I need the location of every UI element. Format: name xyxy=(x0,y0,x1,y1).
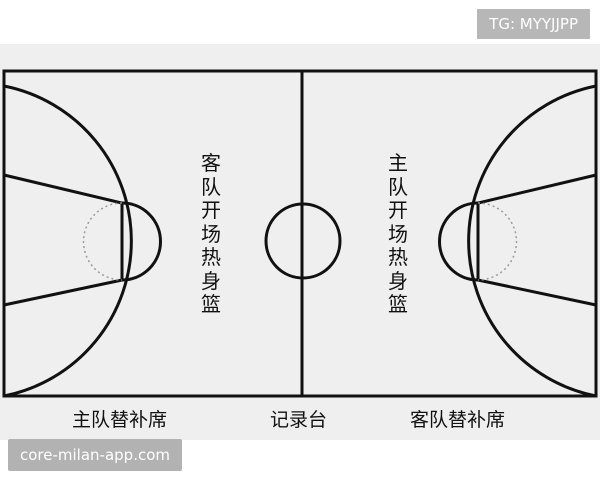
scorers-table-label: 记录台 xyxy=(270,409,328,431)
telegram-watermark: TG: MYYJJPP xyxy=(477,9,590,39)
url-watermark: core-milan-app.com xyxy=(8,439,182,471)
center-circle xyxy=(264,202,342,280)
right-free-throw-dashed-arc xyxy=(477,202,518,281)
right-three-point-arc xyxy=(467,84,597,398)
home-bench-label: 主队替补席 xyxy=(72,409,168,431)
away-bench-label: 客队替补席 xyxy=(410,409,506,431)
court-boundary xyxy=(2,69,598,398)
left-warmup-label: 客队开场热身篮 xyxy=(201,151,221,316)
left-three-point-arc xyxy=(3,84,133,398)
court-background xyxy=(0,44,600,440)
right-lane xyxy=(476,173,597,307)
left-free-throw-arc xyxy=(121,201,162,282)
right-warmup-label: 主队开场热身篮 xyxy=(388,151,408,316)
left-free-throw-dashed-arc xyxy=(82,202,123,281)
left-lane xyxy=(3,173,124,307)
right-free-throw-arc xyxy=(438,201,479,282)
